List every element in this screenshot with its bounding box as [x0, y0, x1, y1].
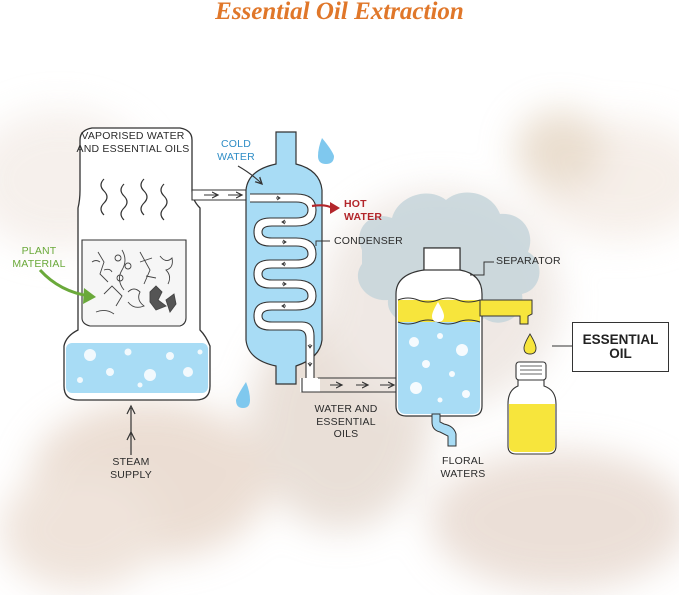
label-hot-line2: WATER — [344, 210, 383, 223]
essential-oil-label-box: ESSENTIAL OIL — [572, 322, 669, 372]
coil-flow-arrows — [276, 195, 313, 367]
cold-water-droplet — [318, 138, 334, 164]
label-steam-supply: STEAM SUPPLY — [100, 456, 162, 481]
essential-oil-bottle — [507, 361, 557, 455]
label-floral-line1: FLORAL — [441, 455, 485, 467]
steam-supply-arrows — [126, 404, 136, 455]
label-water-and-essential-oils: WATER AND ESSENTIAL OILS — [306, 403, 386, 441]
plant-basket — [81, 239, 187, 327]
boiler-bubbles — [77, 348, 203, 388]
vapor-pipe — [191, 189, 249, 201]
label-hot-line1: HOT — [344, 198, 367, 210]
steam-squiggles — [100, 178, 168, 221]
floral-waters-drain — [431, 413, 457, 447]
condenser-coil — [250, 193, 317, 384]
label-cold-line1: COLD — [221, 138, 251, 150]
page-title: Essential Oil Extraction — [215, 0, 464, 25]
label-floral-line2: WATERS — [440, 467, 486, 480]
bottle-oil — [509, 404, 555, 452]
label-floral-waters: FLORAL WATERS — [432, 455, 494, 480]
label-separator: SEPARATOR — [496, 255, 561, 267]
cold-water-arrow — [237, 165, 262, 184]
condenser-leader — [315, 240, 330, 246]
label-vaporised: VAPORISED WATER AND ESSENTIAL OILS — [68, 130, 198, 155]
hot-water-arrow — [311, 202, 340, 214]
label-plant-material: PLANT MATERIAL — [8, 245, 70, 270]
label-vaporised-line2: AND ESSENTIAL OILS — [76, 142, 190, 155]
label-water-oils-line1: WATER AND — [314, 403, 378, 415]
label-steam-line2: SUPPLY — [110, 468, 152, 481]
label-essential-oil-line2: OIL — [609, 346, 632, 361]
separator — [395, 247, 533, 447]
label-plant-line1: PLANT — [21, 245, 57, 257]
label-vaporised-line1: VAPORISED WATER — [81, 130, 185, 142]
label-water-oils-line3: OILS — [333, 428, 359, 440]
plant-material-arrowhead — [83, 288, 96, 304]
label-essential-oil-line1: ESSENTIAL — [582, 332, 659, 347]
outlet-pipe — [300, 377, 403, 393]
label-water-oils-line2: ESSENTIAL — [316, 415, 376, 428]
label-plant-line2: MATERIAL — [12, 257, 66, 270]
label-condenser: CONDENSER — [334, 235, 403, 247]
separator-leader — [470, 261, 494, 276]
label-cold-water: COLD WATER — [212, 138, 260, 163]
label-cold-line2: WATER — [217, 150, 255, 163]
label-hot-water: HOT WATER — [344, 198, 392, 223]
plant-sketch — [91, 249, 177, 315]
oil-drop — [523, 333, 537, 355]
separator-droplet — [432, 302, 444, 322]
separator-bubbles — [409, 333, 470, 403]
label-steam-line1: STEAM — [112, 456, 150, 468]
separator-spout — [479, 299, 533, 325]
drain-droplet — [236, 382, 250, 408]
boiler-vessel — [63, 127, 211, 401]
condenser — [236, 131, 334, 408]
